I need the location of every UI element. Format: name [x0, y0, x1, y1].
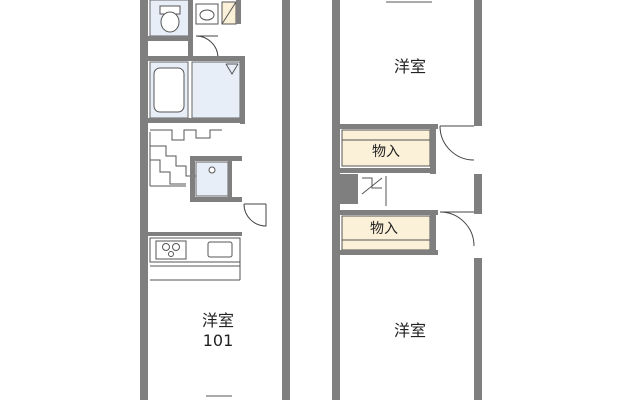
- bath-fixture-tri: [225, 63, 239, 75]
- stair-landing-steps: [362, 177, 382, 189]
- room-label-floor2-bottom: 洋室: [394, 321, 426, 340]
- room-label-floor1: 洋室: [202, 311, 234, 330]
- kitchen-top-wall: [148, 232, 242, 236]
- bath-right-wall: [240, 56, 245, 124]
- closet-bottom-label: 物入: [370, 221, 398, 237]
- room-door: [243, 203, 267, 227]
- shelf-diagonal: [221, 1, 237, 25]
- wash-door: [195, 35, 219, 59]
- closet-bottom-wall: [340, 250, 438, 255]
- floor-1: 洋室 101: [140, 0, 290, 400]
- bathtub: [153, 67, 185, 113]
- toilet-wall: [148, 36, 192, 41]
- unit-number: 101: [203, 331, 234, 350]
- shower-area: [191, 61, 241, 119]
- closet-bottom-top-wall: [340, 210, 438, 215]
- stair-steps-low: [150, 159, 186, 185]
- closet-top-label: 物入: [372, 144, 400, 160]
- toilet-bowl: [160, 11, 180, 33]
- floor2-right-wall-bottom: [474, 258, 482, 400]
- door-upper: [439, 125, 475, 161]
- burner-3: [168, 251, 174, 257]
- washer-left-wall: [190, 156, 195, 202]
- washer-bottom-wall: [190, 197, 242, 202]
- floor2-left-wall: [332, 0, 340, 400]
- wash-wall: [236, 0, 241, 24]
- stair-wall-floor2: [340, 174, 358, 204]
- floor2-right-wall-mid: [474, 174, 482, 214]
- basin-bowl: [199, 9, 215, 21]
- washer-top-wall: [190, 156, 242, 161]
- closet-top-bottom-wall: [340, 168, 436, 173]
- washer-drain: [208, 166, 216, 174]
- closet-bottom-side: [430, 210, 436, 254]
- floor-2: 洋室 物入 物入 洋室: [332, 0, 482, 400]
- closet-bottom: [341, 215, 431, 251]
- burner-2: [172, 243, 180, 251]
- stairs-floor1: [149, 129, 222, 187]
- room-label-floor2-top: 洋室: [394, 57, 426, 76]
- burner-1: [162, 243, 170, 251]
- stairs-floor2: [340, 174, 387, 206]
- closet-top: [341, 129, 431, 167]
- stair-steps-top: [150, 129, 222, 141]
- floor2-right-wall-top: [474, 0, 482, 126]
- closet-top-side: [430, 124, 436, 174]
- stair-steps-side: [150, 145, 196, 177]
- toilet-side-wall: [188, 0, 193, 60]
- bath-bottom-wall: [148, 118, 245, 123]
- stair-landing-diag: [361, 177, 383, 195]
- washer-divider: [228, 160, 232, 198]
- kitchen-sink: [207, 241, 233, 258]
- bath-top-wall: [148, 56, 242, 61]
- closet-top-wall-a: [340, 124, 438, 129]
- floor1-right-wall: [282, 0, 290, 400]
- door-lower: [439, 211, 475, 247]
- floor1-left-wall: [140, 0, 148, 400]
